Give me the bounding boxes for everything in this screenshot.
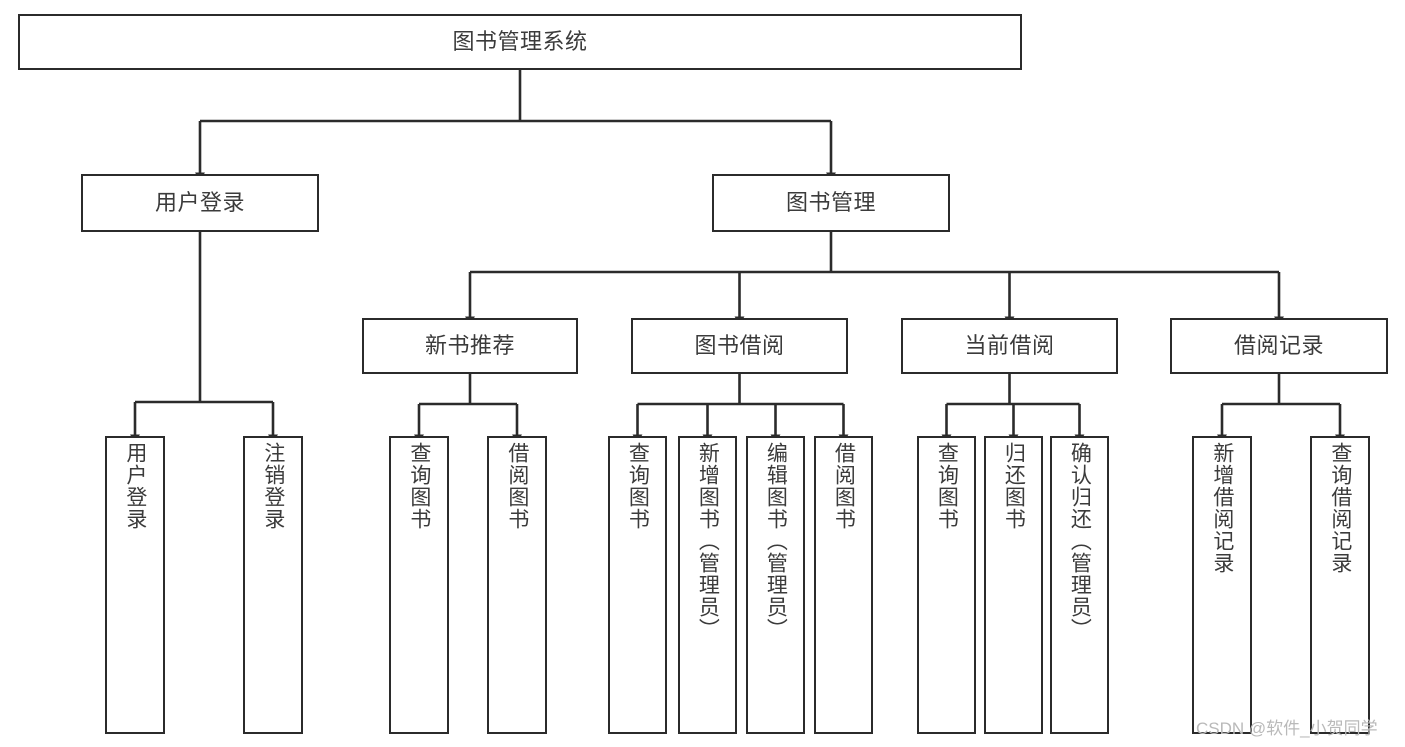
node-leaf-query-book-1[interactable]: 查询图书 — [389, 436, 449, 734]
node-leaf-query-record-label: 查询借阅记录 — [1328, 442, 1352, 574]
node-borrow-record-label: 借阅记录 — [1233, 332, 1324, 358]
node-leaf-query-record[interactable]: 查询借阅记录 — [1310, 436, 1370, 734]
node-book-borrow-label: 图书借阅 — [694, 332, 785, 358]
node-leaf-confirm-return[interactable]: 确认归还（管理员） — [1050, 436, 1109, 734]
node-leaf-add-record[interactable]: 新增借阅记录 — [1192, 436, 1252, 734]
node-leaf-logout[interactable]: 注销登录 — [243, 436, 303, 734]
node-leaf-query-book-2[interactable]: 查询图书 — [608, 436, 667, 734]
node-book-manage[interactable]: 图书管理 — [712, 174, 950, 232]
node-new-book-recommend[interactable]: 新书推荐 — [362, 318, 578, 374]
csdn-watermark: CSDN @软件_小贺同学 — [1196, 719, 1378, 738]
node-leaf-query-book-2-label: 查询图书 — [626, 442, 650, 530]
node-root-system[interactable]: 图书管理系统 — [18, 14, 1022, 70]
node-leaf-borrow-book-2[interactable]: 借阅图书 — [814, 436, 873, 734]
node-leaf-confirm-return-label: 确认归还（管理员） — [1068, 442, 1092, 640]
node-leaf-edit-book-label: 编辑图书（管理员） — [764, 442, 788, 640]
node-leaf-user-login[interactable]: 用户登录 — [105, 436, 165, 734]
node-borrow-record[interactable]: 借阅记录 — [1170, 318, 1388, 374]
node-leaf-borrow-book-1[interactable]: 借阅图书 — [487, 436, 547, 734]
node-current-borrow[interactable]: 当前借阅 — [901, 318, 1118, 374]
node-user-login[interactable]: 用户登录 — [81, 174, 319, 232]
node-leaf-borrow-book-1-label: 借阅图书 — [505, 442, 529, 530]
edge-paths — [130, 70, 1345, 444]
node-leaf-return-book-label: 归还图书 — [1002, 442, 1026, 530]
node-leaf-logout-label: 注销登录 — [261, 442, 285, 530]
node-book-manage-label: 图书管理 — [785, 189, 876, 215]
node-leaf-add-record-label: 新增借阅记录 — [1210, 442, 1234, 574]
node-leaf-query-book-1-label: 查询图书 — [407, 442, 431, 530]
node-current-borrow-label: 当前借阅 — [964, 332, 1055, 358]
node-new-book-recommend-label: 新书推荐 — [424, 332, 515, 358]
node-leaf-query-book-3[interactable]: 查询图书 — [917, 436, 976, 734]
node-leaf-return-book[interactable]: 归还图书 — [984, 436, 1043, 734]
node-leaf-add-book-label: 新增图书（管理员） — [696, 442, 720, 640]
node-leaf-query-book-3-label: 查询图书 — [935, 442, 959, 530]
node-root-system-label: 图书管理系统 — [452, 28, 588, 54]
node-leaf-user-login-label: 用户登录 — [123, 442, 147, 530]
node-leaf-borrow-book-2-label: 借阅图书 — [832, 442, 856, 530]
node-leaf-add-book[interactable]: 新增图书（管理员） — [678, 436, 737, 734]
node-book-borrow[interactable]: 图书借阅 — [631, 318, 848, 374]
node-leaf-edit-book[interactable]: 编辑图书（管理员） — [746, 436, 805, 734]
node-user-login-label: 用户登录 — [154, 189, 245, 215]
